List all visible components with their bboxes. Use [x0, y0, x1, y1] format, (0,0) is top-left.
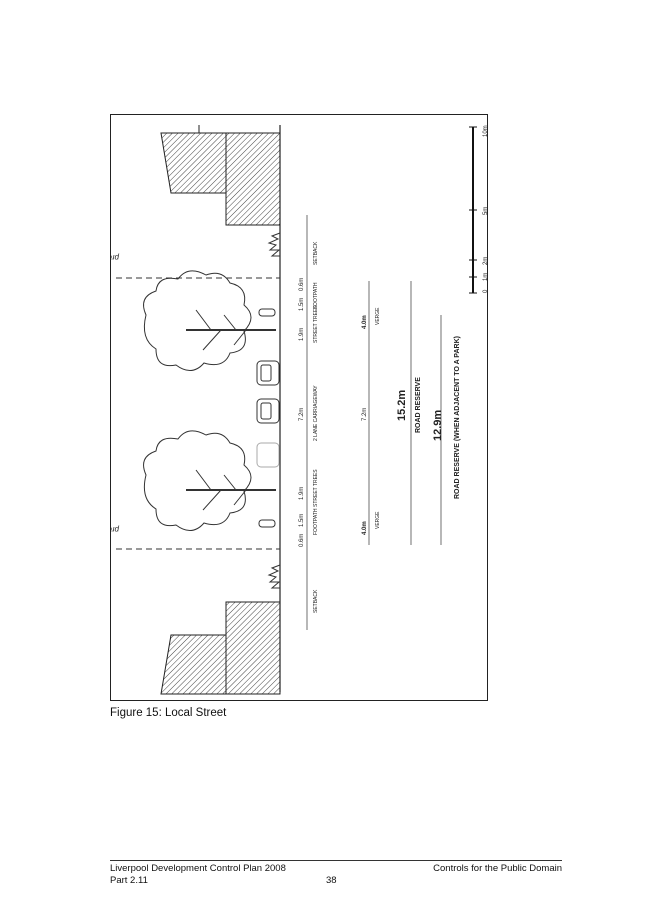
- verge-label-bottom: VERGE: [375, 511, 381, 529]
- street-section-figure: property boundary property boundary: [110, 114, 489, 701]
- setback-label-bottom: SETBACK: [313, 589, 319, 613]
- street-section-drawing: property boundary property boundary: [111, 125, 489, 695]
- zone-trees-bottom: STREET TREES: [313, 469, 319, 507]
- footer-divider: [110, 860, 562, 861]
- footer-section: Controls for the Public Domain: [433, 863, 562, 874]
- verge-label-top: VERGE: [375, 307, 381, 325]
- park-reserve-label: ROAD RESERVE (WHEN ADJACENT TO A PARK): [454, 336, 461, 499]
- scale-tick-2: 2m: [483, 257, 489, 265]
- tree-top: [143, 270, 276, 371]
- zone-footpath-top: FOOTPATH: [313, 282, 319, 309]
- pedestrians: [258, 308, 276, 528]
- scale-tick-1: 1m: [483, 273, 489, 281]
- verge-width-bottom: 4.0m: [362, 521, 368, 535]
- road-reserve-label: ROAD RESERVE: [415, 377, 422, 433]
- park-reserve-width: 12.9m: [432, 410, 444, 441]
- dim-1: 1.5m: [299, 298, 305, 311]
- zone-carriageway: 2 LANE CARRIAGEWAY: [313, 385, 319, 441]
- dim-4: 1.9m: [299, 487, 305, 500]
- footer-left: Liverpool Development Control Plan 2008 …: [110, 863, 286, 887]
- dim-6: 0.6m: [299, 534, 305, 547]
- building-bottom: [160, 601, 281, 695]
- tree-bottom: [143, 430, 276, 531]
- scale-tick-0: 0: [483, 289, 489, 293]
- scale-bar: 0 1m 2m 5m 10m: [469, 125, 489, 294]
- cars: [256, 360, 280, 468]
- figure-caption: Figure 15: Local Street: [110, 707, 227, 719]
- property-boundary-label-bottom: property boundary: [111, 525, 120, 534]
- dim-5: 1.5m: [299, 514, 305, 527]
- carriageway-width: 7.2m: [362, 408, 368, 421]
- dimension-strip: SETBACK SETBACK 0.6m 1.5m 1.9m 7.2m 1.9m…: [299, 215, 319, 630]
- road-reserve-width: 15.2m: [396, 390, 408, 421]
- dim-2: 1.9m: [299, 328, 305, 341]
- zone-footpath-bottom: FOOTPATH: [313, 508, 319, 535]
- road-reserve-dimension: 15.2m ROAD RESERVE: [396, 281, 422, 545]
- scale-tick-4: 10m: [483, 125, 489, 137]
- verge-dimension: 4.0m VERGE 7.2m 4.0m VERGE: [362, 281, 381, 545]
- footer-part: Part 2.11: [110, 875, 148, 886]
- dim-3: 7.2m: [299, 408, 305, 421]
- setback-label-top: SETBACK: [313, 241, 319, 265]
- shrubs: [267, 232, 281, 589]
- property-boundary-label-top: property boundary: [111, 253, 120, 262]
- page-number: 38: [326, 875, 337, 886]
- footer-doc-title: Liverpool Development Control Plan 2008: [110, 863, 286, 874]
- park-reserve-dimension: 12.9m ROAD RESERVE (WHEN ADJACENT TO A P…: [432, 315, 461, 545]
- dim-0: 0.6m: [299, 278, 305, 291]
- verge-width-top: 4.0m: [362, 315, 368, 329]
- zone-trees-top: STREET TREES: [313, 305, 319, 343]
- building-top: [160, 125, 281, 226]
- scale-tick-3: 5m: [483, 207, 489, 215]
